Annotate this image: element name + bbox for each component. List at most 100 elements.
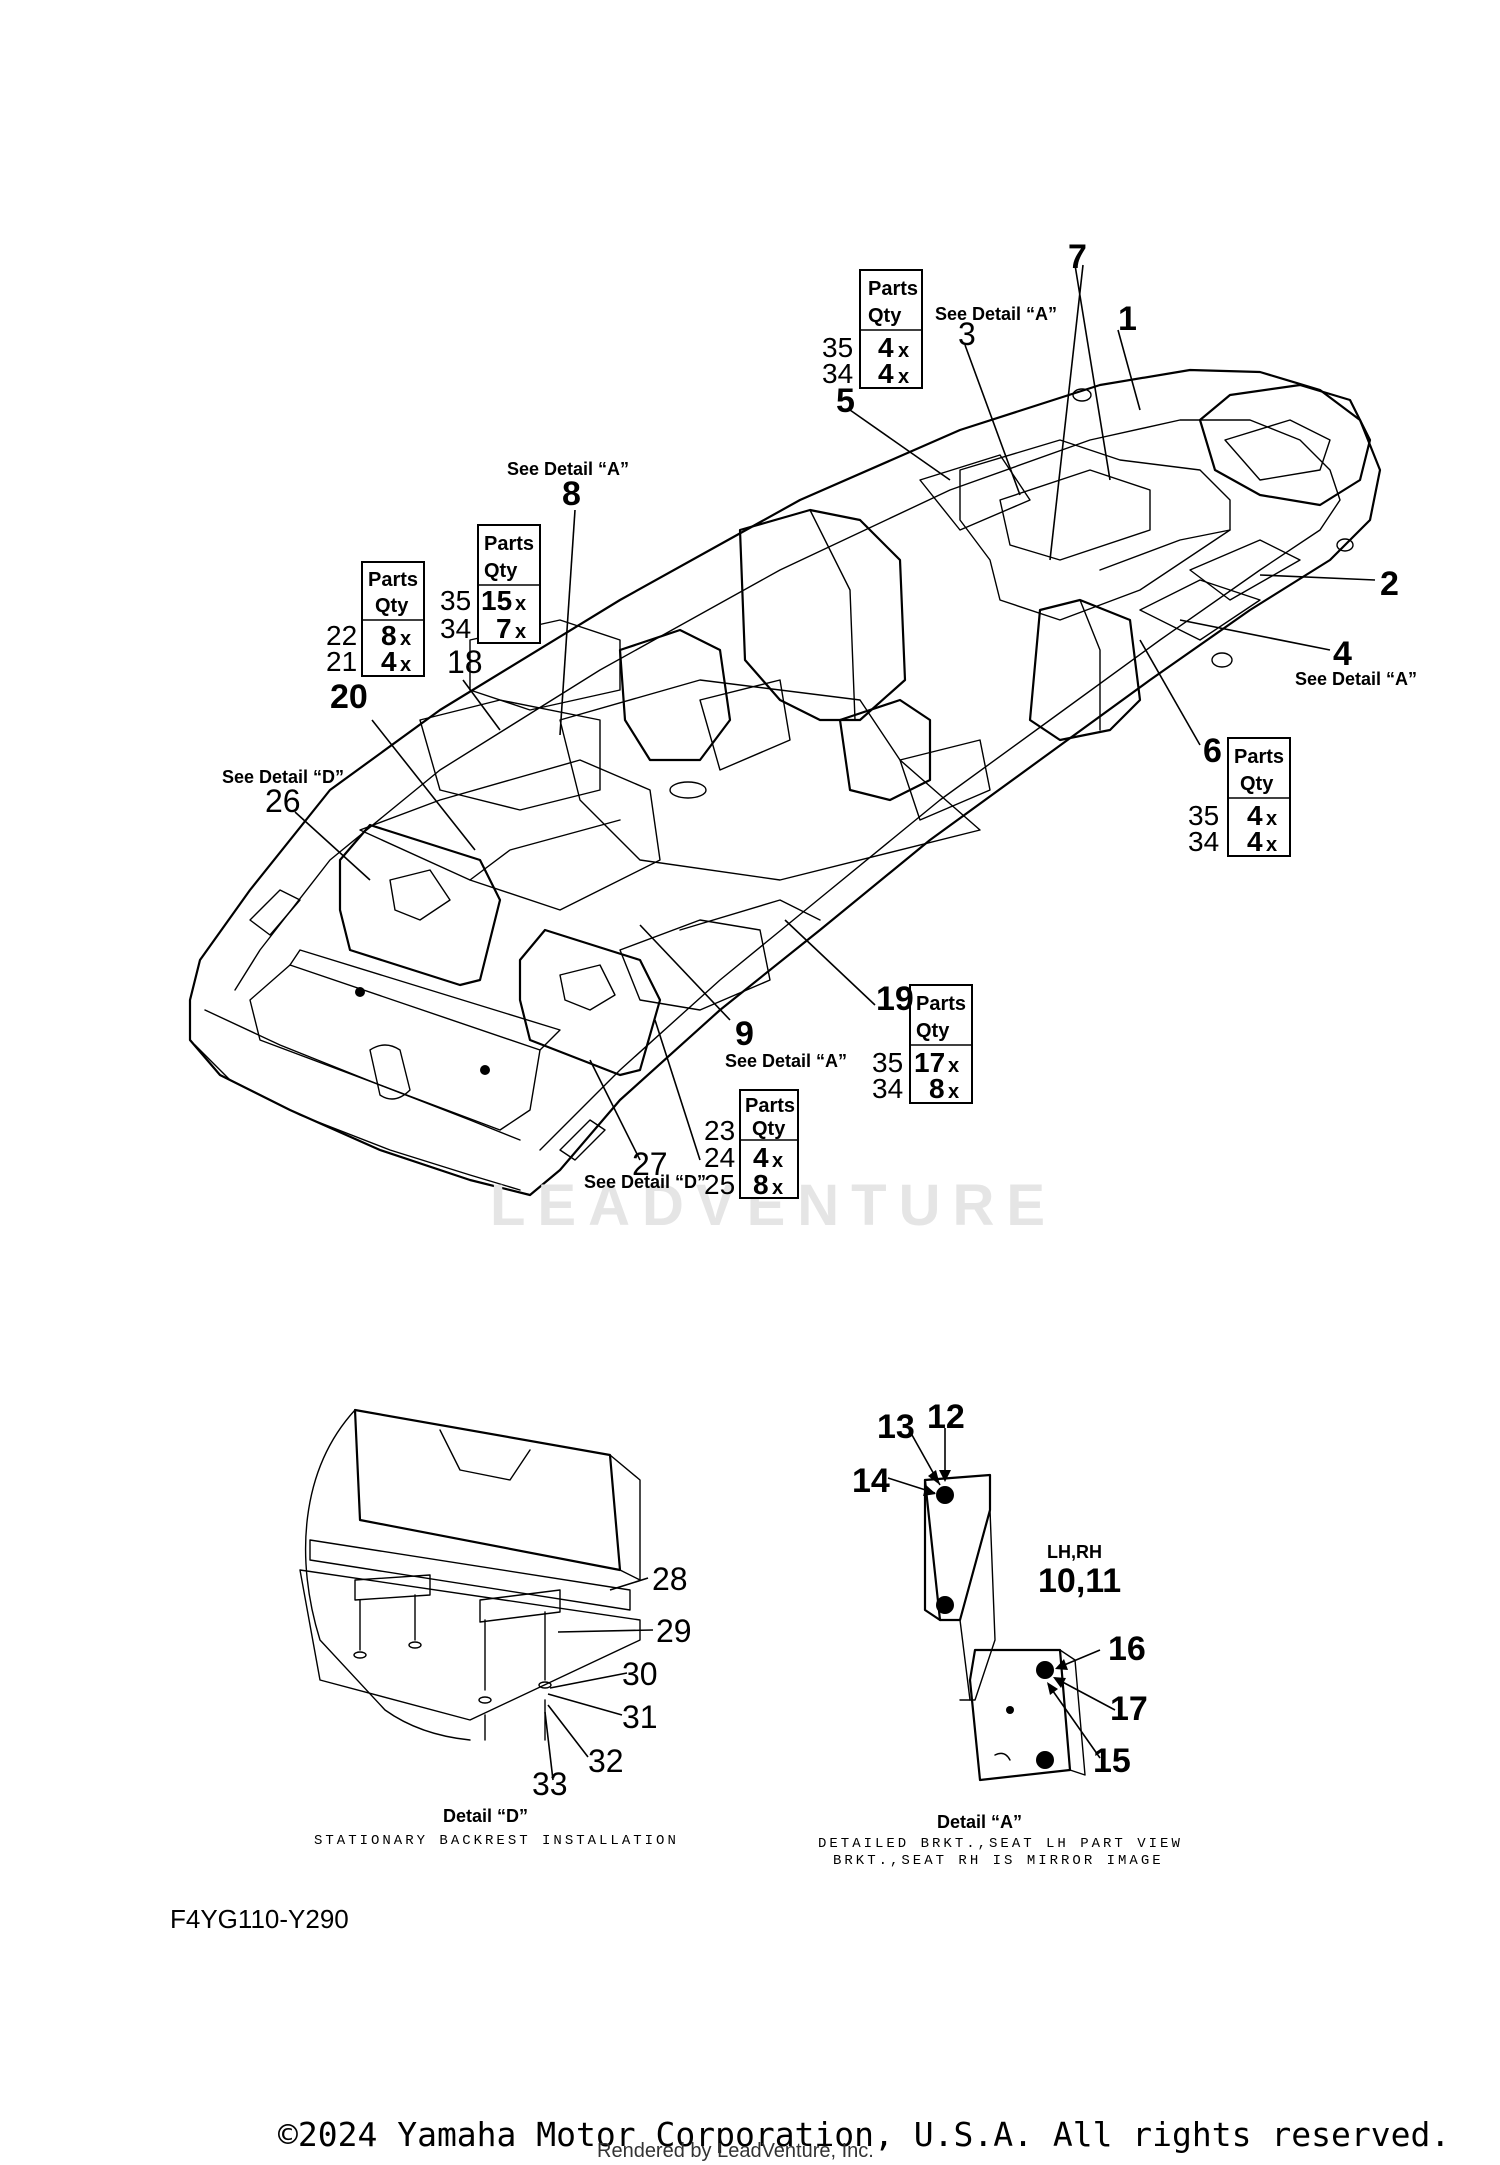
qty-part-number: 34 [872,1073,903,1104]
callout-33: 33 [532,1766,568,1802]
callout-19: 19 [876,980,914,1018]
qty-header-qty: Qty [916,1020,950,1042]
qty-x: x [515,593,526,615]
see-detail-a-note: See Detail “A” [725,1051,847,1071]
callout-32: 32 [588,1743,624,1779]
qty-value: 8 [381,620,397,651]
qty-part-number: 34 [822,358,853,389]
qty-header-parts: Parts [484,533,534,555]
qty-header-qty: Qty [484,560,518,582]
qty-part-number: 23 [704,1115,735,1146]
qty-value: 4 [878,358,894,389]
callout-29: 29 [656,1613,692,1649]
qty-header-qty: Qty [868,305,902,327]
see-detail-notes: See Detail “A” See Detail “A” See Detail… [222,304,1417,1192]
qty-header-parts: Parts [1234,746,1284,768]
callout-2: 2 [1380,565,1399,603]
qty-value: 4 [1247,826,1263,857]
qty-value: 4 [878,332,894,363]
qty-value: 8 [753,1169,769,1200]
qty-part-number: 35 [1188,800,1219,831]
detail-d-title: Detail “D” [443,1806,528,1826]
qty-part-number: 21 [326,646,357,677]
callout-30: 30 [622,1656,658,1692]
see-detail-d-note: See Detail “D” [222,767,344,787]
detail-d-callouts: 28 29 30 31 32 33 [532,1561,692,1802]
qty-x: x [400,654,411,676]
callout-16: 16 [1108,1630,1146,1668]
qty-part-number: 35 [440,585,471,616]
callout-26: 26 [265,783,301,819]
qty-box-8: Parts Qty 35 15 x 34 7 x [440,524,541,644]
qty-header-parts: Parts [745,1095,795,1117]
qty-box-27: Parts Qty 23 24 4 x 25 8 x [704,1089,799,1200]
callout-9: 9 [735,1015,754,1053]
detail-a-title: Detail “A” [937,1812,1022,1832]
callout-20: 20 [330,678,368,716]
callout-28: 28 [652,1561,688,1597]
qty-value: 8 [929,1073,945,1104]
see-detail-a-note: See Detail “A” [1295,669,1417,689]
qty-value: 7 [496,613,512,644]
qty-value: 4 [1247,800,1263,831]
qty-x: x [1266,808,1277,830]
qty-box-3: Parts Qty 35 4 x 34 4 x [822,269,923,389]
callout-15: 15 [1093,1742,1131,1780]
callout-12: 12 [927,1398,965,1436]
callout-5: 5 [836,382,855,420]
qty-x: x [515,621,526,643]
callout-6: 6 [1203,732,1222,770]
callout-8: 8 [562,475,581,513]
rendered-by-notice: Rendered by LeadVenture, Inc. [597,2140,874,2162]
lh-rh-note: LH,RH [1047,1542,1102,1562]
detail-a-subtitle-2: BRKT.,SEAT RH IS MIRROR IMAGE [833,1853,1164,1869]
part-code: F4YG110-Y290 [170,1904,349,1934]
detail-a-subtitle-1: DETAILED BRKT.,SEAT LH PART VIEW [818,1836,1183,1852]
qty-header-parts: Parts [368,569,418,591]
qty-x: x [400,628,411,650]
qty-value: 4 [753,1142,769,1173]
qty-x: x [898,366,909,388]
qty-header-parts: Parts [916,993,966,1015]
detail-a-callouts: 12 13 14 15 16 17 LH,RH 10,11 [852,1398,1148,1780]
qty-header-qty: Qty [752,1118,786,1140]
callout-31: 31 [622,1699,658,1735]
see-detail-a-note: See Detail “A” [507,459,629,479]
qty-value: 17 [914,1047,945,1078]
callout-13: 13 [877,1408,915,1446]
qty-part-number: 35 [822,332,853,363]
copyright-notice: ©2024 Yamaha Motor Corporation, U.S.A. A… [278,2115,1450,2154]
qty-header-qty: Qty [375,595,409,617]
qty-value: 15 [481,585,512,616]
qty-part-number: 24 [704,1142,735,1173]
callout-1: 1 [1118,300,1137,338]
qty-x: x [948,1081,959,1103]
detail-d-subtitle: STATIONARY BACKREST INSTALLATION [314,1833,679,1849]
leader-lines [294,264,1376,1781]
detail-a-illustration [923,1473,1086,1782]
qty-part-number: 34 [440,613,471,644]
callout-3: 3 [958,316,976,352]
see-detail-a-note: See Detail “A” [935,304,1057,324]
qty-part-number: 34 [1188,826,1219,857]
callout-7: 7 [1068,238,1087,276]
callout-18: 18 [447,644,483,680]
detail-d-illustration [299,1408,641,1741]
qty-header-parts: Parts [868,278,918,300]
qty-box-19: Parts Qty 35 17 x 34 8 x [872,984,973,1104]
see-detail-d-note: See Detail “D” [584,1172,706,1192]
qty-box-6: Parts Qty 35 4 x 34 4 x [1188,737,1291,857]
qty-x: x [772,1150,783,1172]
qty-box-18: Parts Qty 22 8 x 21 4 x [326,561,425,677]
callout-17: 17 [1110,1690,1148,1728]
qty-header-qty: Qty [1240,773,1274,795]
qty-part-number: 25 [704,1169,735,1200]
callout-4: 4 [1333,635,1352,673]
qty-x: x [1266,834,1277,856]
qty-part-number: 35 [872,1047,903,1078]
qty-x: x [948,1055,959,1077]
callout-10-11: 10,11 [1038,1562,1121,1600]
callout-14: 14 [852,1462,890,1500]
qty-x: x [898,340,909,362]
